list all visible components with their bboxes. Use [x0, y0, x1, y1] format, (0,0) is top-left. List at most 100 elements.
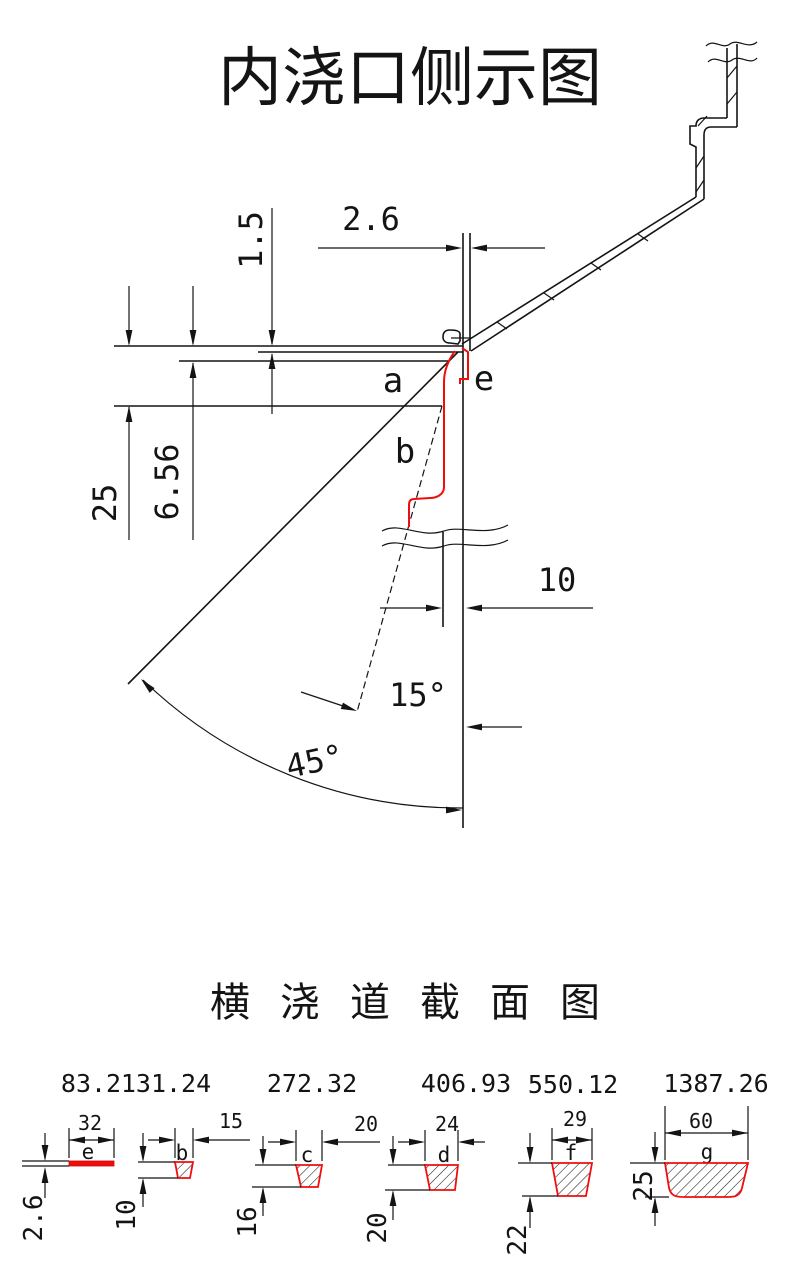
dim-text-a-height: 6.56	[148, 443, 186, 520]
dim-text-gate-thickness: 2.6	[342, 200, 400, 238]
arrowhead	[471, 244, 487, 252]
section-height: 20	[363, 1212, 393, 1243]
arrowhead	[159, 1136, 175, 1144]
arrowhead	[466, 604, 482, 612]
arrowhead	[426, 604, 442, 612]
section-label: e	[82, 1140, 95, 1164]
gate-geometry	[114, 233, 509, 828]
section-hatch-ticks	[496, 65, 738, 330]
dim-depth: 25	[86, 286, 133, 540]
dim-gate-thickness: 2.6	[318, 200, 545, 252]
label-b: b	[395, 432, 415, 472]
break-line	[381, 524, 509, 534]
arrowhead	[139, 1146, 147, 1162]
section-area: 131.24	[121, 1069, 211, 1098]
arrowhead	[458, 1138, 474, 1146]
section-shape-f	[550, 1162, 594, 1197]
section-area: 550.12	[528, 1070, 618, 1099]
dim-text-depth: 25	[86, 484, 124, 523]
section-area: 406.93	[421, 1069, 511, 1098]
dim-draft-angle: 15°	[300, 676, 522, 731]
section-d: 406.93 24 d 20	[363, 1069, 511, 1244]
arrowhead	[189, 330, 197, 346]
arrowhead	[139, 1178, 147, 1194]
arrowhead	[41, 1145, 49, 1161]
dim-text-land: 1.5	[232, 211, 270, 269]
section-height: 2.6	[19, 1195, 49, 1242]
dim-text-draft-angle: 15°	[389, 676, 447, 714]
dim-text-gate-angle: 45°	[282, 737, 346, 786]
section-height: 10	[112, 1199, 142, 1230]
dim-text-runner-offset: 10	[538, 561, 577, 599]
section-shape-e	[68, 1160, 115, 1167]
section-e: 83.2 32 e 2.6	[19, 1069, 121, 1241]
section-height: 22	[503, 1224, 533, 1255]
dim-a-height: 6.56	[148, 286, 197, 540]
arrowhead	[466, 723, 482, 731]
section-area: 1387.26	[663, 1069, 768, 1098]
arrowhead	[651, 1147, 659, 1163]
part-diagonal-outer	[470, 198, 705, 352]
break-line	[707, 57, 758, 63]
section-g: 1387.26 60 g 25	[629, 1069, 769, 1226]
section-area: 83.2	[61, 1069, 121, 1098]
arrowhead	[340, 702, 359, 715]
arrowhead	[98, 1136, 114, 1144]
arrowhead	[138, 676, 155, 693]
arrowhead	[41, 1167, 49, 1183]
section-width: 29	[563, 1107, 587, 1131]
break-line	[705, 41, 758, 47]
part-step-inner	[689, 117, 727, 197]
section-b: 131.24 15 b 10	[112, 1069, 250, 1231]
section-shape-g	[663, 1162, 750, 1198]
section-width: 32	[78, 1111, 102, 1135]
part-profile	[442, 41, 758, 352]
dim-arc	[142, 679, 464, 809]
arrowhead	[576, 1136, 592, 1144]
label-a: a	[383, 361, 403, 401]
arrowhead	[125, 406, 133, 422]
label-e: e	[474, 359, 494, 399]
section-label: f	[565, 1141, 578, 1165]
arrowhead	[732, 1129, 748, 1137]
arrowhead	[189, 362, 197, 378]
line-15deg	[356, 405, 443, 713]
section-shape-c	[294, 1164, 324, 1188]
section-label: c	[301, 1143, 314, 1167]
section-label: b	[176, 1141, 189, 1165]
section-f: 550.12 29 f 22	[503, 1070, 618, 1256]
arrowhead	[193, 1136, 209, 1144]
arrowhead	[322, 1138, 338, 1146]
section-c: 272.32 20 c 16	[233, 1069, 380, 1238]
part-end-hook	[442, 329, 461, 345]
section-width: 20	[354, 1112, 378, 1136]
line-45deg	[127, 351, 459, 685]
side-view-title: 内浇口侧示图	[218, 43, 602, 114]
part-diagonal-inner	[461, 196, 697, 345]
arrowhead	[446, 244, 462, 252]
arrowhead	[409, 1138, 425, 1146]
arrowhead	[268, 330, 276, 346]
arrowhead	[125, 330, 133, 346]
arrowhead	[665, 1129, 681, 1137]
side-view: 内浇口侧示图	[86, 41, 758, 828]
arrowhead	[389, 1190, 397, 1206]
section-width: 60	[689, 1109, 713, 1133]
dim-land: 1.5	[232, 208, 276, 414]
section-width: 24	[435, 1112, 459, 1136]
section-height: 25	[629, 1170, 659, 1201]
arrowhead	[389, 1149, 397, 1165]
part-step-outer	[703, 126, 737, 199]
break-line	[381, 539, 509, 549]
dim-runner-offset: 10	[380, 561, 593, 612]
arrowhead	[280, 1138, 296, 1146]
section-label: g	[701, 1140, 714, 1164]
section-shape-b	[173, 1161, 195, 1179]
section-height: 16	[233, 1206, 263, 1237]
arrowhead	[259, 1187, 267, 1203]
section-label: d	[438, 1143, 451, 1167]
gate-red-step-e	[459, 347, 469, 384]
section-area: 272.32	[267, 1069, 357, 1098]
